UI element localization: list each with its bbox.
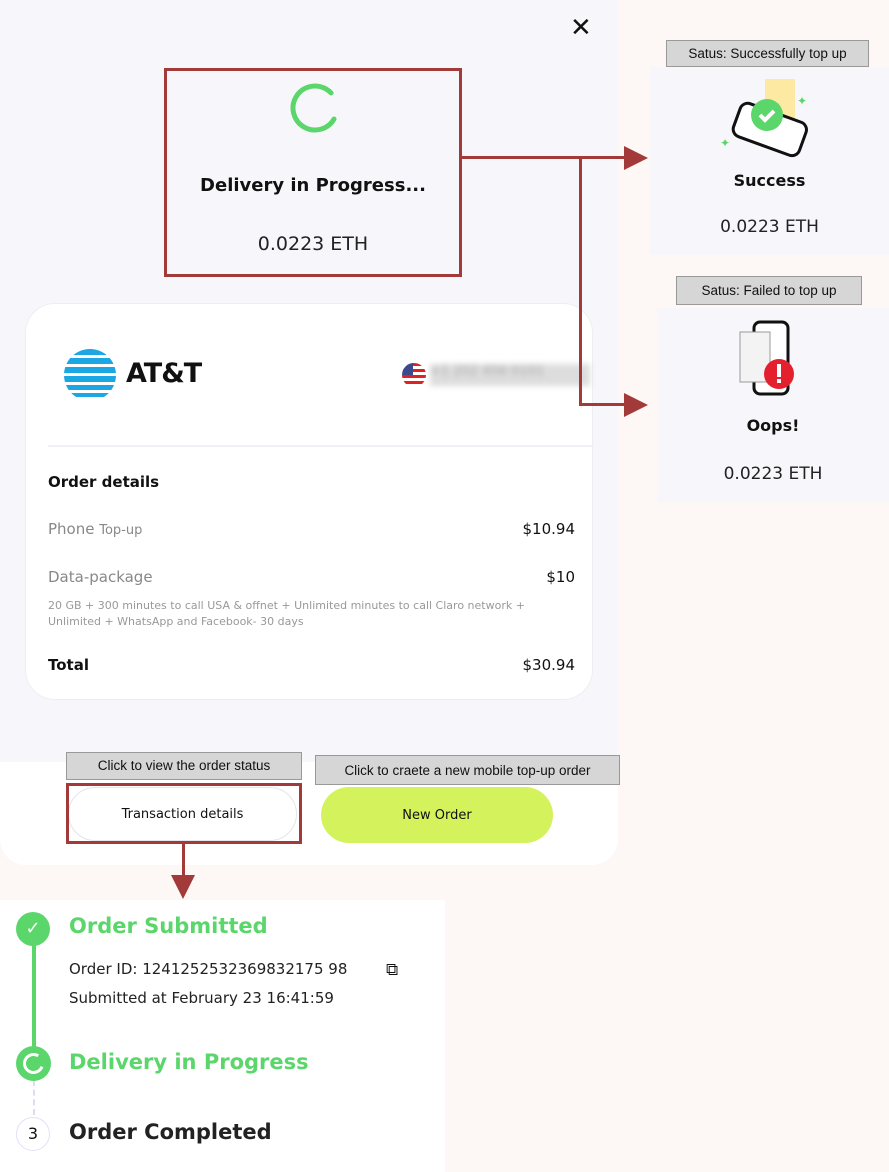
row-label: Data-package [48,568,153,586]
row-sublabel: Top-up [99,523,143,538]
order-details-title: Order details [48,473,160,491]
arrow-head-icon [624,146,648,170]
us-flag-icon [402,363,426,387]
data-package-row: Data-package $10 [48,568,575,586]
step-title: Order Completed [69,1120,272,1144]
status-highlight: Delivery in Progress... 0.0223 ETH [164,68,462,277]
new-order-button[interactable]: New Order [321,787,553,843]
progress-icon [16,1046,51,1081]
new-order-tip: Click to craete a new mobile top-up orde… [315,755,620,785]
timeline-line-pending [33,1080,35,1115]
arrow-head-icon [624,393,648,417]
att-logo-icon [64,349,116,397]
row-value: $10.94 [522,520,576,538]
total-row: Total $30.94 [48,656,575,674]
copy-icon[interactable]: ⧉ [386,960,399,980]
failed-amount: 0.0223 ETH [723,464,823,484]
package-description: 20 GB + 300 minutes to call USA & offnet… [48,599,525,628]
carrier-name: AT&T [126,358,202,389]
step-number: 3 [16,1117,50,1151]
spinner-icon [290,83,340,133]
total-label: Total [48,656,89,674]
order-card: AT&T +1 202 456 0101 [25,303,594,700]
phone-topup-row: Phone Top-up $10.94 [48,520,575,538]
arrow-line [579,156,582,406]
close-icon[interactable]: ✕ [570,13,592,43]
arrow-line [182,843,185,877]
row-value: $10 [546,568,575,586]
order-modal: ✕ Delivery in Progress... 0.0223 ETH AT&… [25,13,594,844]
failed-tip: Satus: Failed to top up [676,276,862,305]
step-title: Delivery in Progress [69,1050,309,1074]
total-value: $30.94 [522,656,576,674]
status-amount: 0.0223 ETH [257,233,369,255]
svg-text:✦: ✦ [720,136,730,150]
success-tip: Satus: Successfully top up [666,40,869,67]
row-label: Phone [48,520,95,538]
success-panel: ✦✦ Success 0.0223 ETH [650,67,889,255]
order-timeline: ✓ Order Submitted Order ID: 124125253236… [0,900,445,1172]
arrow-head-icon [171,875,195,899]
success-amount: 0.0223 ETH [720,217,819,237]
arrow-line [579,403,631,406]
transaction-details-button[interactable]: Transaction details [68,787,297,841]
failed-panel: Oops! 0.0223 ETH [657,308,889,502]
submitted-time: Submitted at February 23 16:41:59 [69,989,334,1007]
check-icon: ✓ [16,912,50,946]
arrow-line [462,156,630,159]
failed-illustration-icon [739,320,794,396]
phone-number-blurred: +1 202 456 0101 [430,364,590,386]
order-id: Order ID: 1241252532369832175 98 [69,960,348,978]
failed-title: Oops! [746,416,800,435]
divider [48,445,594,447]
transaction-tip: Click to view the order status [66,752,302,780]
status-title: Delivery in Progress... [200,175,426,196]
timeline-line [32,930,36,1065]
success-title: Success [733,171,806,190]
success-illustration-icon: ✦✦ [720,79,808,158]
transaction-highlight [66,783,302,844]
step-title: Order Submitted [69,914,268,938]
svg-text:✦: ✦ [797,94,807,108]
